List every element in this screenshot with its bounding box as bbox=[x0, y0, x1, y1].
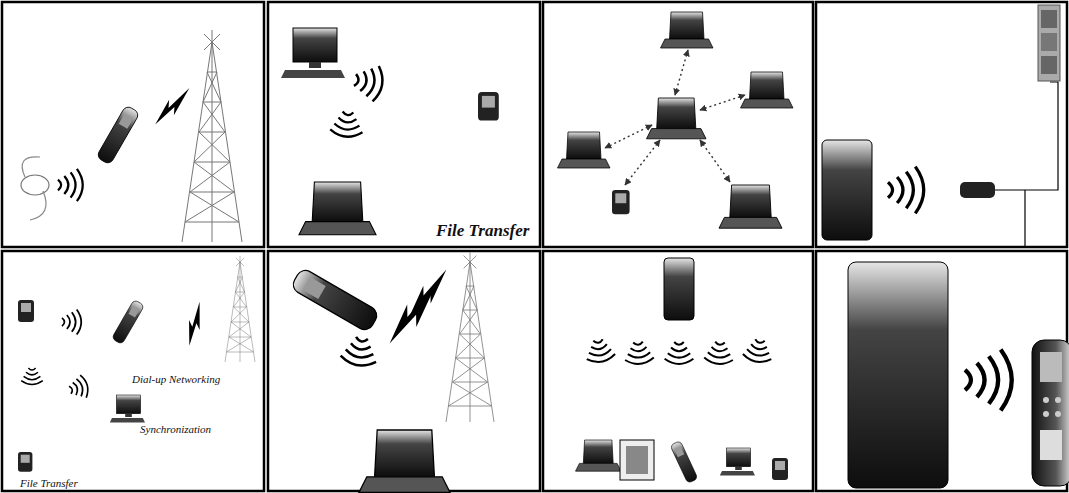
panel-frame bbox=[2, 251, 264, 491]
network-link bbox=[605, 50, 745, 185]
caption-label: Synchronization bbox=[140, 424, 211, 435]
radio-waves bbox=[21, 368, 43, 385]
access-point bbox=[664, 258, 694, 320]
radio-waves bbox=[339, 335, 379, 368]
handheld-remote bbox=[1043, 411, 1049, 417]
headset-illustration bbox=[21, 175, 49, 195]
radio-waves bbox=[888, 167, 924, 214]
network-link bbox=[700, 140, 730, 182]
lan-wire bbox=[995, 82, 1058, 190]
radio-waves bbox=[965, 349, 1012, 410]
server-rack bbox=[1041, 33, 1057, 51]
desktop-pc bbox=[281, 28, 345, 78]
handheld-remote bbox=[1032, 340, 1069, 486]
handheld-remote bbox=[1043, 397, 1049, 403]
headset-illustration bbox=[22, 157, 46, 220]
laptop bbox=[299, 182, 376, 235]
picture-frame bbox=[626, 446, 648, 474]
mobile-phone bbox=[290, 267, 380, 333]
panel-frame bbox=[543, 2, 813, 247]
cell-tower bbox=[182, 30, 242, 242]
radio-waves bbox=[62, 309, 81, 334]
mobile-phone bbox=[96, 105, 140, 165]
caption-label: Dial-up Networking bbox=[132, 374, 220, 385]
network-link bbox=[700, 95, 745, 110]
pda-device bbox=[478, 92, 499, 121]
handheld-remote bbox=[1055, 411, 1061, 417]
radio-waves bbox=[330, 111, 364, 138]
laptop bbox=[661, 12, 714, 48]
panel-frame bbox=[2, 2, 264, 247]
desktop-pc bbox=[720, 448, 755, 476]
panel-frame bbox=[816, 2, 1067, 247]
handheld-remote bbox=[1040, 352, 1062, 382]
lan-router bbox=[960, 182, 995, 198]
panel-frame bbox=[816, 251, 1067, 491]
lan-wire bbox=[1024, 190, 1025, 247]
radio-waves bbox=[704, 341, 735, 365]
picture-frame bbox=[620, 440, 654, 480]
network-link bbox=[675, 50, 688, 95]
laptop bbox=[576, 440, 622, 471]
desktop-pc bbox=[110, 395, 145, 423]
lightning-bolt bbox=[172, 302, 217, 346]
laptop bbox=[647, 98, 707, 139]
radio-waves bbox=[352, 62, 385, 102]
radio-waves bbox=[58, 169, 83, 201]
radio-waves bbox=[67, 374, 90, 401]
laptop bbox=[558, 132, 611, 168]
handheld-remote bbox=[1055, 397, 1061, 403]
picture-frame bbox=[620, 440, 654, 480]
cell-tower bbox=[225, 256, 255, 362]
radio-waves bbox=[742, 337, 774, 364]
caption-label: File Transfer bbox=[20, 478, 78, 489]
laptop bbox=[359, 430, 450, 492]
panel-frame bbox=[543, 251, 813, 491]
mobile-phone bbox=[112, 300, 145, 345]
lightning-bolt bbox=[400, 270, 456, 317]
cell-tower bbox=[446, 252, 494, 422]
pda-device bbox=[772, 458, 788, 480]
radio-waves bbox=[584, 337, 616, 364]
laptop bbox=[741, 72, 794, 108]
handheld-remote bbox=[1032, 340, 1069, 486]
pda-device bbox=[18, 300, 34, 322]
headset-illustration bbox=[21, 157, 49, 220]
server-rack bbox=[1038, 5, 1060, 81]
panel-frame bbox=[268, 2, 540, 247]
radio-waves bbox=[624, 341, 655, 365]
server-rack bbox=[1041, 56, 1057, 74]
network-link bbox=[605, 125, 652, 148]
server-rack bbox=[1038, 5, 1060, 81]
pda-device bbox=[18, 452, 32, 472]
lightning-bolt bbox=[378, 284, 448, 343]
server-rack bbox=[1041, 10, 1057, 28]
pda-device bbox=[612, 190, 630, 214]
caption-label: File Transfer bbox=[436, 222, 529, 239]
radio-waves bbox=[665, 342, 694, 364]
network-link bbox=[625, 140, 660, 185]
lightning-bolt bbox=[150, 88, 195, 124]
laptop bbox=[719, 185, 782, 228]
handheld-remote bbox=[1040, 430, 1062, 460]
mobile-phone bbox=[670, 441, 698, 484]
access-point bbox=[822, 140, 872, 240]
access-point bbox=[848, 262, 948, 488]
